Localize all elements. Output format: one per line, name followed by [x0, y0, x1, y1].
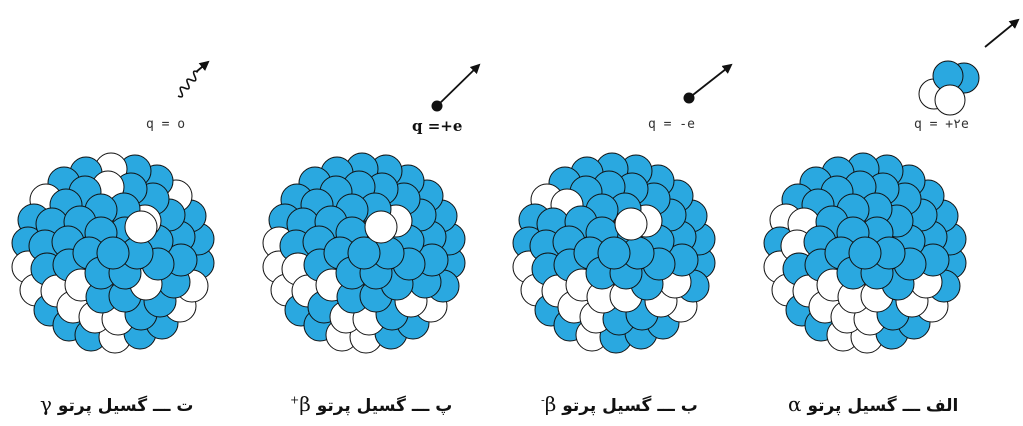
charge-label-gamma: q = o [146, 117, 186, 132]
emission-beta-plus [431, 63, 481, 112]
caption-beta-minus-sup: - [541, 393, 545, 407]
neutron [614, 207, 648, 241]
alpha-neutron [934, 84, 966, 116]
proton [597, 236, 631, 270]
caption-alpha-symbol: α [788, 392, 802, 416]
caption-gamma-symbol: γ [40, 392, 52, 416]
emission-alpha [918, 18, 1020, 116]
proton [347, 236, 381, 270]
charge-label-beta-plus: q =+e [412, 117, 463, 135]
emission-arrow [195, 60, 210, 73]
charge-label-beta-minus: q = -e [648, 117, 695, 132]
caption-alpha: الف ـــ گسیل پرتو α [788, 392, 958, 416]
nucleus-beta-minus [512, 152, 716, 354]
nucleus-gamma [11, 152, 215, 354]
caption-beta-plus-sup: + [290, 393, 300, 407]
caption-beta-minus: ب ـــ گسیل پرتو β- [541, 392, 698, 416]
caption-beta-plus: پ ـــ گسیل پرتو β+ [290, 392, 452, 416]
caption-gamma: ت ـــ گسیل پرتو γ [40, 392, 193, 416]
neutron [364, 210, 398, 244]
caption-alpha-text: الف ـــ گسیل پرتو [807, 396, 959, 416]
caption-beta-minus-symbol: β- [541, 392, 557, 416]
proton [96, 236, 130, 270]
neutron [124, 210, 158, 244]
emission-beta-minus [683, 63, 733, 104]
caption-beta-plus-text: پ ـــ گسیل پرتو [316, 396, 453, 416]
emission-gamma [177, 60, 210, 98]
emission-arrow [436, 63, 481, 107]
gamma-wave [177, 70, 199, 98]
charge-label-alpha: q = +۲e [914, 117, 969, 132]
emission-arrow [984, 18, 1020, 48]
nucleus-beta-plus [262, 152, 466, 354]
caption-gamma-text: ت ـــ گسیل پرتو [57, 396, 194, 416]
caption-beta-plus-symbol: β+ [290, 392, 311, 416]
nucleus-alpha [763, 152, 967, 354]
proton [848, 236, 882, 270]
caption-beta-minus-text: ب ـــ گسیل پرتو [562, 396, 698, 416]
emission-arrow [688, 63, 733, 99]
